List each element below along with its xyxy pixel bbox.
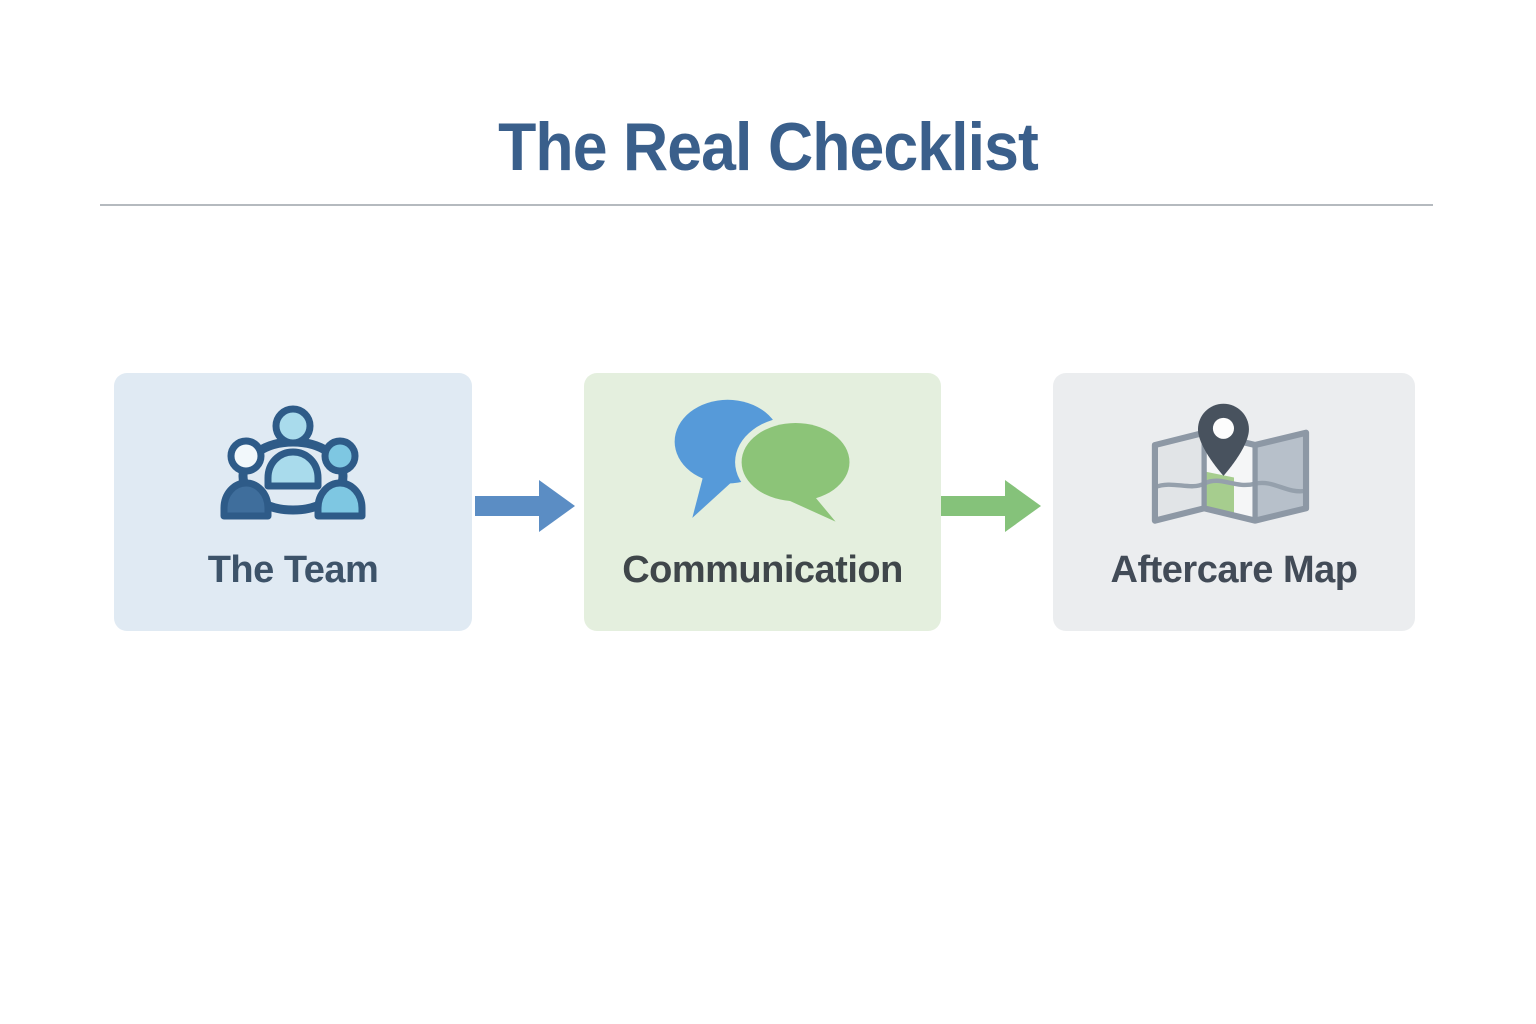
page-title: The Real Checklist <box>498 109 1039 185</box>
step-label: The Team <box>207 549 379 591</box>
step-card-aftercare-map: Aftercare Map <box>1053 373 1415 631</box>
step-card-communication: Communication <box>584 373 941 631</box>
right-arrow-icon <box>475 480 575 532</box>
team-icon-svg <box>220 405 366 520</box>
step-label: Communication <box>622 549 903 591</box>
arrow-team-to-communication <box>475 479 575 533</box>
map-pin-icon <box>1146 389 1322 537</box>
arrow-communication-to-aftercare <box>941 479 1041 533</box>
right-arrow-icon <box>941 480 1041 532</box>
chat-bubbles-icon-svg <box>674 399 856 522</box>
chat-bubbles-icon <box>670 389 856 537</box>
team-icon <box>218 389 368 537</box>
map-pin-icon-svg <box>1151 403 1310 524</box>
step-label: Aftercare Map <box>1110 549 1358 591</box>
title-divider <box>100 204 1433 206</box>
step-card-team: The Team <box>114 373 472 631</box>
